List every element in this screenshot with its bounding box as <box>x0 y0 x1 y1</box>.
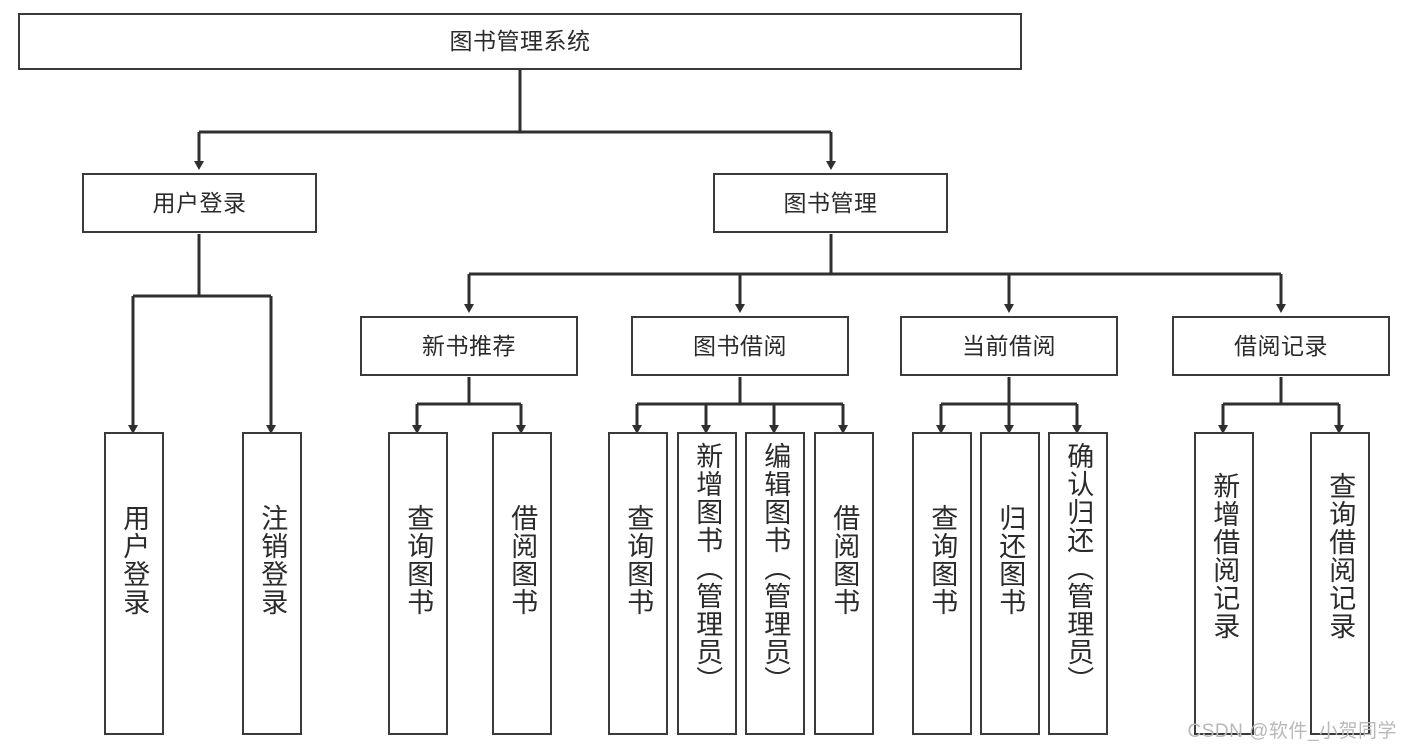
leaf-add-record[interactable]: 新增借阅记录 <box>1194 432 1254 735</box>
node-label: 确认归还（管理员） <box>1063 442 1094 694</box>
node-borrow-record[interactable]: 借阅记录 <box>1172 316 1390 376</box>
node-label: 图书管理 <box>783 189 878 216</box>
node-root-system[interactable]: 图书管理系统 <box>18 13 1022 70</box>
node-label: 归还图书 <box>995 504 1026 616</box>
node-label: 图书借阅 <box>693 332 787 359</box>
node-label: 图书管理系统 <box>449 28 591 55</box>
leaf-borrow-book-2[interactable]: 借阅图书 <box>814 432 874 735</box>
node-label: 编辑图书（管理员） <box>760 442 791 694</box>
node-label: 新增借阅记录 <box>1209 472 1240 640</box>
node-book-borrow[interactable]: 图书借阅 <box>631 316 849 376</box>
node-label: 新书推荐 <box>422 332 516 359</box>
leaf-query-book-2[interactable]: 查询图书 <box>608 432 668 735</box>
node-label: 当前借阅 <box>962 332 1056 359</box>
node-label: 注销登录 <box>257 504 288 616</box>
node-label: 新增图书（管理员） <box>692 442 723 694</box>
leaf-borrow-book-1[interactable]: 借阅图书 <box>492 432 552 735</box>
node-label: 查询图书 <box>927 504 958 616</box>
leaf-logout-login[interactable]: 注销登录 <box>242 432 302 735</box>
node-book-manage[interactable]: 图书管理 <box>713 173 948 233</box>
leaf-user-login[interactable]: 用户登录 <box>104 432 164 735</box>
leaf-return-book[interactable]: 归还图书 <box>980 432 1040 735</box>
leaf-add-book[interactable]: 新增图书（管理员） <box>677 432 737 735</box>
node-label: 用户登录 <box>152 189 247 216</box>
leaf-query-book-1[interactable]: 查询图书 <box>388 432 448 735</box>
node-label: 查询图书 <box>403 504 434 616</box>
leaf-edit-book[interactable]: 编辑图书（管理员） <box>745 432 805 735</box>
node-label: 查询图书 <box>623 504 654 616</box>
leaf-query-book-3[interactable]: 查询图书 <box>912 432 972 735</box>
csdn-watermark: CSDN @软件_小贺同学 <box>1187 721 1397 742</box>
node-current-borrow[interactable]: 当前借阅 <box>900 316 1118 376</box>
node-label: 查询借阅记录 <box>1325 472 1356 640</box>
node-user-login[interactable]: 用户登录 <box>82 173 317 233</box>
leaf-confirm-return[interactable]: 确认归还（管理员） <box>1048 432 1108 735</box>
node-label: 借阅记录 <box>1234 332 1328 359</box>
node-new-book-recommend[interactable]: 新书推荐 <box>360 316 578 376</box>
node-label: 用户登录 <box>119 504 150 616</box>
node-label: 借阅图书 <box>829 504 860 616</box>
node-label: 借阅图书 <box>507 504 538 616</box>
leaf-query-record[interactable]: 查询借阅记录 <box>1310 432 1370 735</box>
